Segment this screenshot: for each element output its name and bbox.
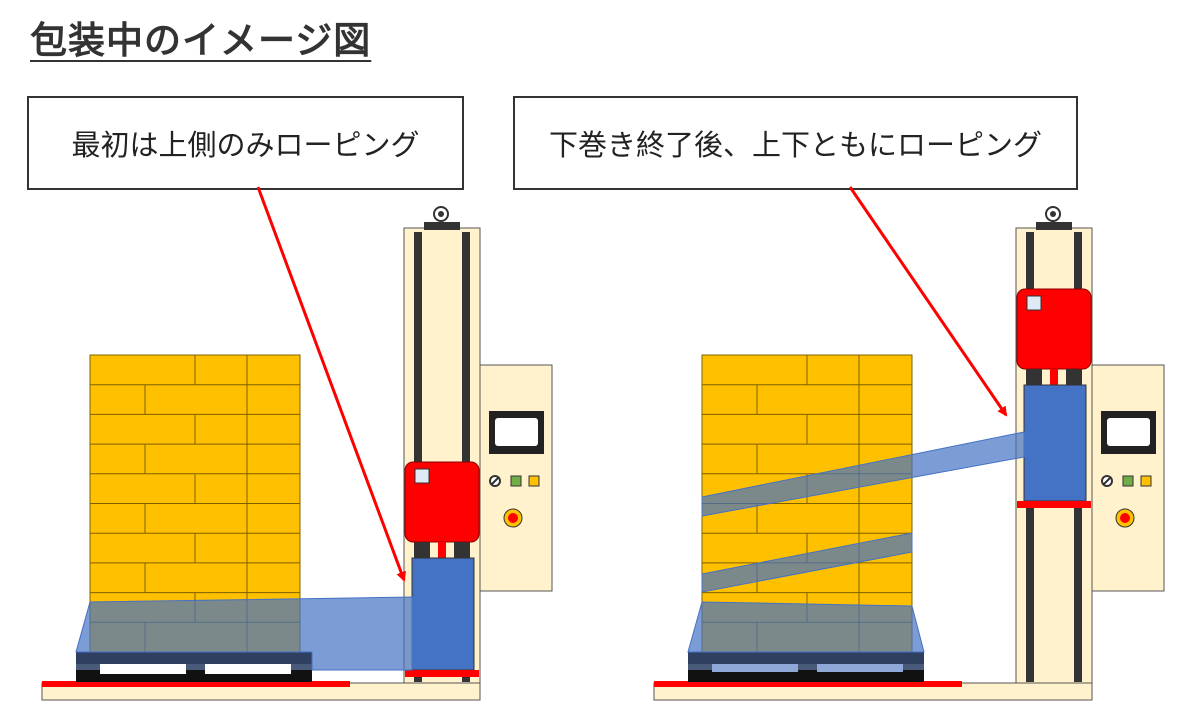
pallet-left: [76, 652, 312, 682]
scene-right: [653, 186, 1165, 701]
page-title: 包装中のイメージ図: [30, 19, 372, 62]
carriage-right: [1016, 288, 1092, 508]
callout-left: 最初は上側のみローピング: [27, 96, 464, 190]
green-button-left: [510, 475, 522, 487]
amber-button-right: [1140, 475, 1152, 487]
control-panel-right: [1091, 364, 1165, 592]
film-band-bottom: [687, 601, 925, 653]
base-rail-left: [42, 681, 350, 687]
callout-right-text: 下巻き終了後、上下ともにローピング: [548, 128, 1042, 162]
film-roll-right: [1023, 384, 1087, 502]
pointer-arrow-left: [256, 186, 406, 582]
pointer-arrow-right: [848, 186, 1008, 417]
green-button-right: [1122, 475, 1134, 487]
control-panel-left: [479, 364, 553, 592]
callout-left-text: 最初は上側のみローピング: [71, 128, 420, 162]
film-band-upper: [701, 431, 1025, 517]
film-band-left: [75, 596, 413, 671]
amber-button-left: [528, 475, 540, 487]
callout-right: 下巻き終了後、上下ともにローピング: [513, 96, 1078, 190]
carriage-left: [404, 461, 480, 677]
film-band-middle: [701, 532, 913, 593]
pallet-right: [688, 652, 924, 682]
base-rail-right: [654, 681, 962, 687]
film-roll-left: [411, 557, 475, 671]
scene-left: [41, 186, 553, 701]
